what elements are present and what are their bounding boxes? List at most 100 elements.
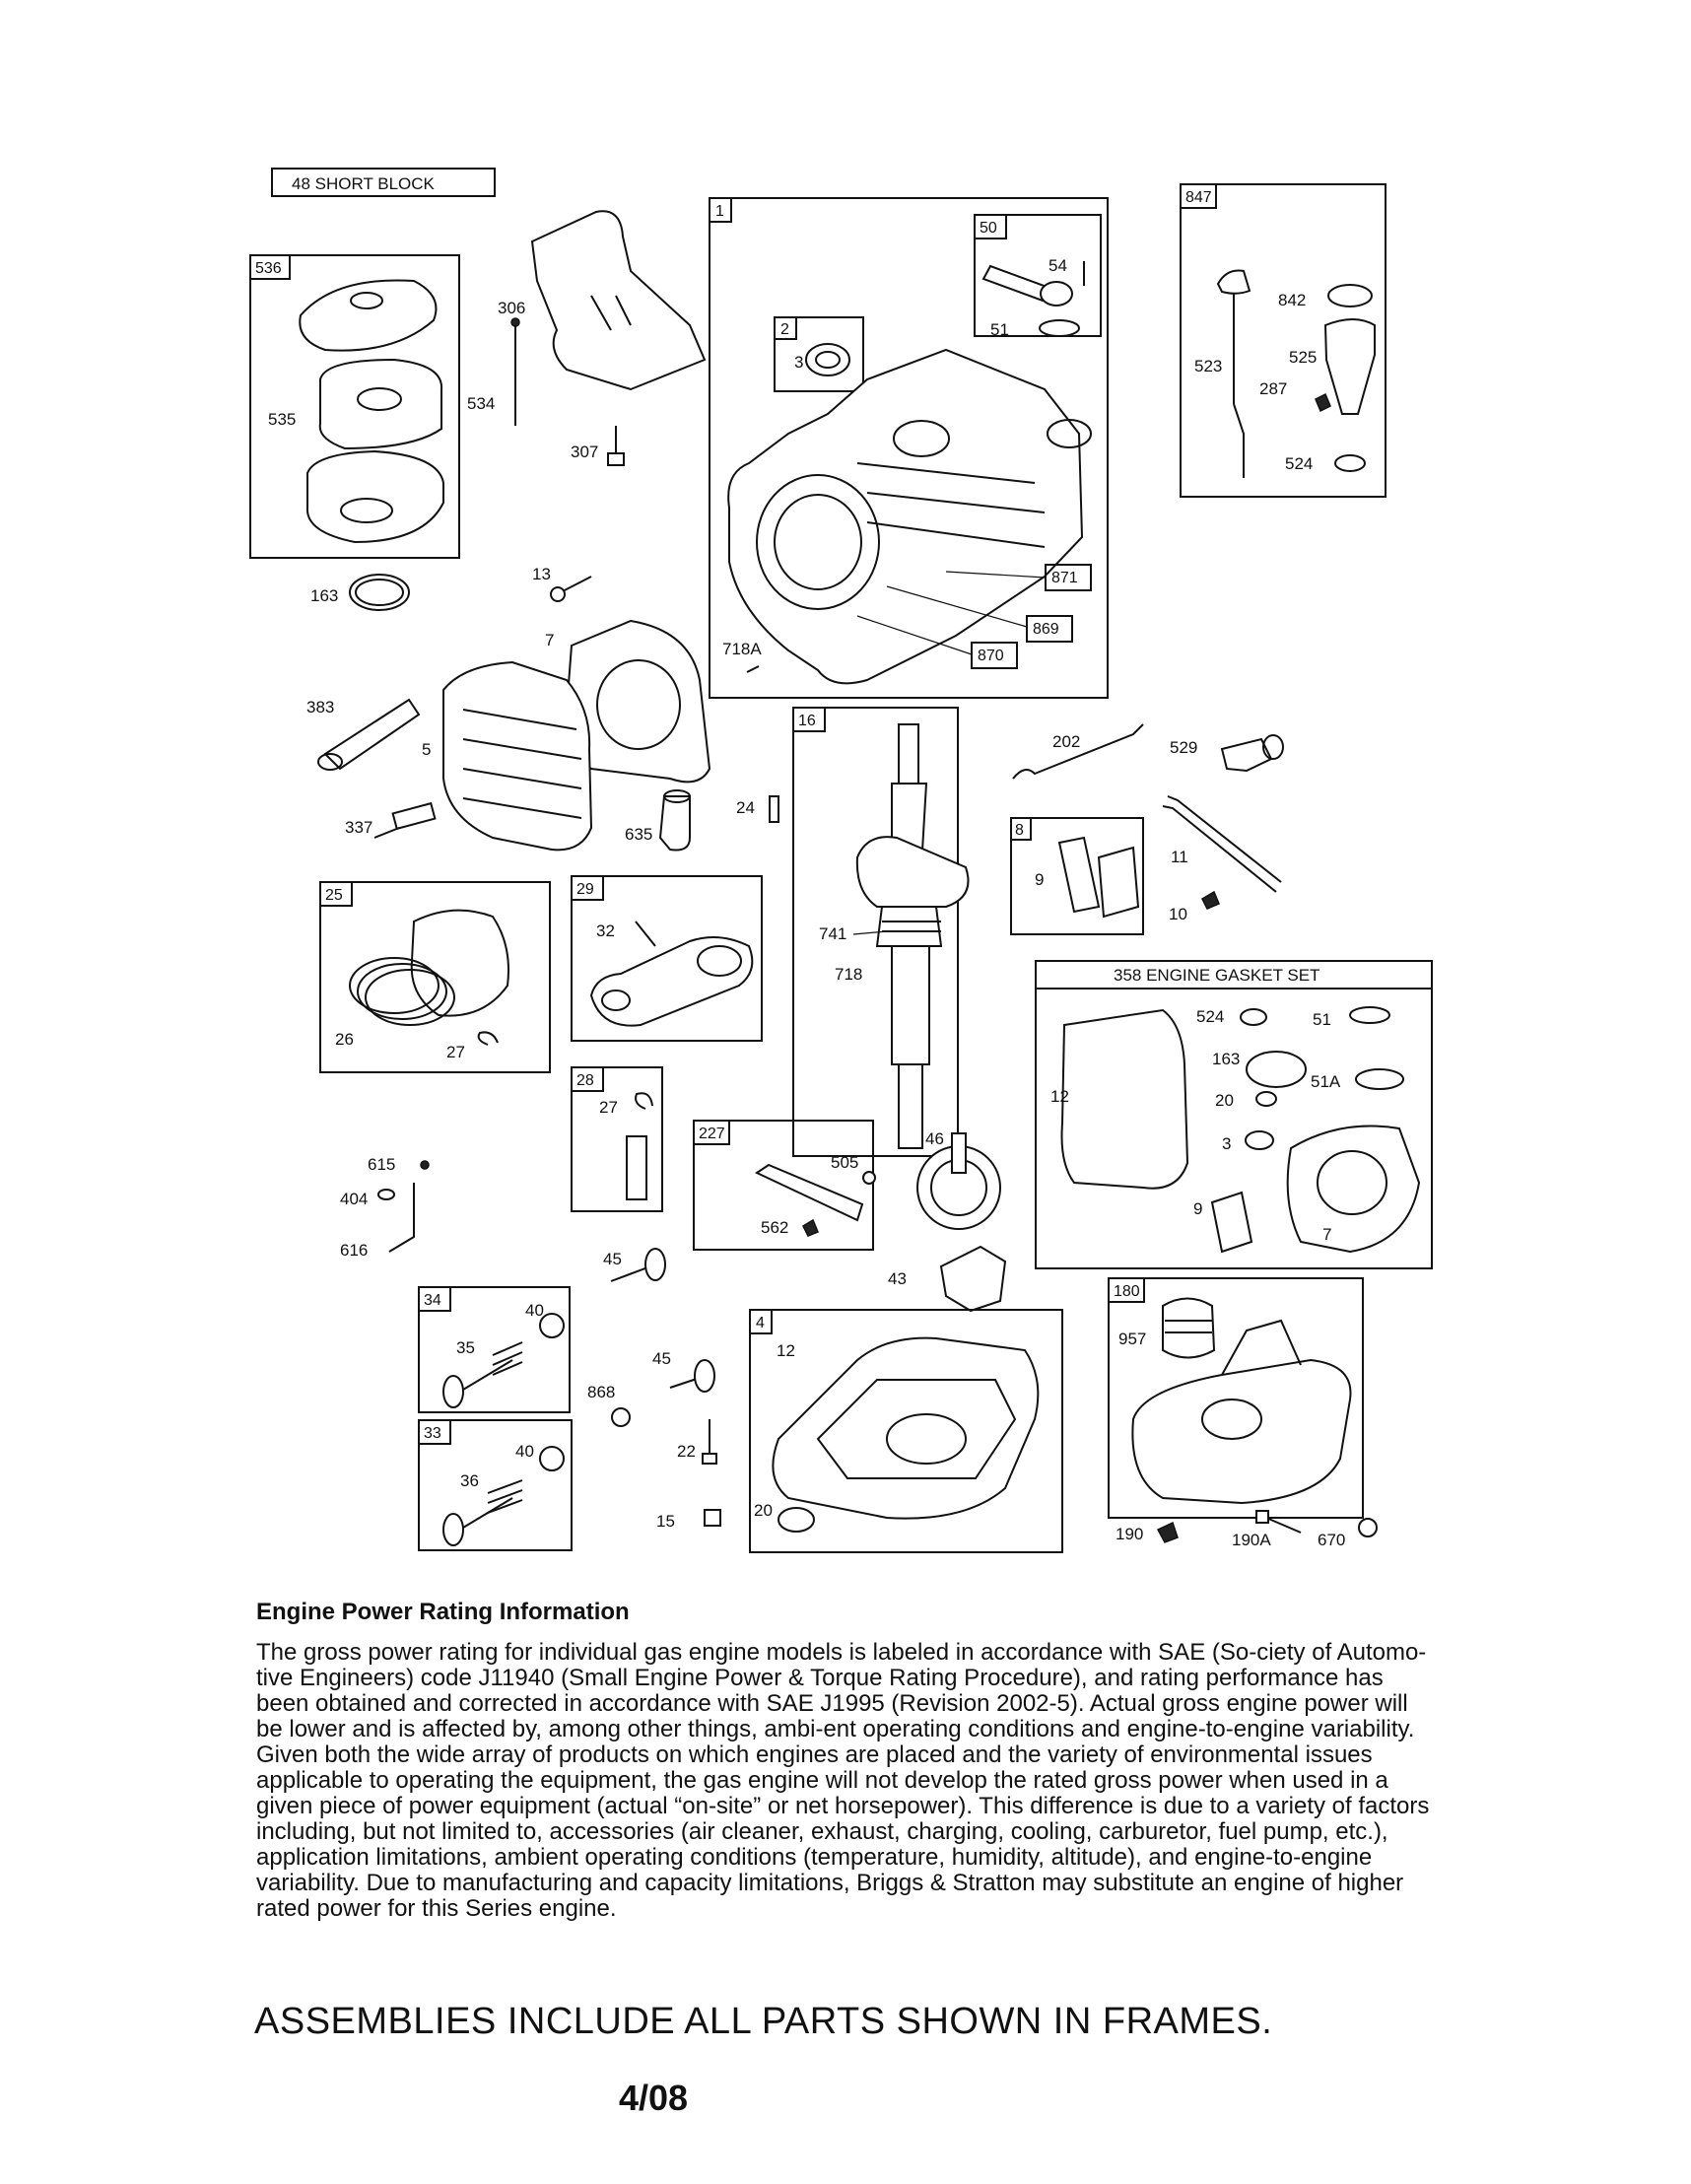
part-13-bolt: 13 — [532, 565, 592, 602]
assemblies-note: ASSEMBLIES INCLUDE ALL PARTS SHOWN IN FR… — [254, 2001, 1273, 2042]
exploded-parts-diagram: 48 SHORT BLOCK 536 535 306 534 307 — [249, 168, 1433, 1553]
frame-29-connecting-rod: 29 32 — [571, 875, 763, 1042]
part-670: 670 — [1318, 1518, 1378, 1549]
frame-227-tag: 227 — [699, 1126, 725, 1142]
label-40b: 40 — [515, 1442, 534, 1461]
part-383-tube: 383 — [306, 698, 421, 771]
frame-25-piston: 25 26 27 — [319, 881, 551, 1073]
label-842: 842 — [1278, 291, 1306, 309]
frame-870-tag: 870 — [978, 648, 1004, 664]
frame-28-wrist-pin: 28 27 — [571, 1066, 663, 1212]
engine-power-rating-body: The gross power rating for individual ga… — [256, 1639, 1430, 1922]
part-46-governor-gear: 46 — [916, 1129, 1001, 1230]
label-529: 529 — [1170, 738, 1197, 757]
label-718: 718 — [835, 965, 862, 984]
gasket-label-20: 20 — [1215, 1091, 1234, 1110]
part-635-elbow: 635 — [625, 789, 691, 852]
label-35: 35 — [456, 1338, 475, 1357]
frame-847-tag: 847 — [1185, 189, 1212, 206]
label-26: 26 — [335, 1030, 354, 1049]
label-12: 12 — [777, 1341, 795, 1360]
label-45: 45 — [603, 1250, 622, 1268]
frame-536-air-cleaner: 536 535 — [249, 254, 460, 559]
label-9: 9 — [1035, 870, 1044, 889]
gasket-label-12: 12 — [1050, 1087, 1069, 1106]
label-36: 36 — [460, 1471, 479, 1490]
frame-16-crankshaft: 16 741 718 — [792, 707, 970, 1157]
part-163-gasket: 163 — [310, 574, 410, 611]
part-15: 15 — [656, 1509, 721, 1531]
label-306: 306 — [498, 299, 525, 317]
part-202-link: 202 — [1012, 723, 1144, 780]
label-54: 54 — [1048, 256, 1067, 275]
frame-180-muffler: 180 957 — [1108, 1277, 1364, 1519]
label-957: 957 — [1118, 1330, 1146, 1348]
part-615-404-616: 615 404 616 — [340, 1155, 430, 1260]
part-307-screw: 307 — [571, 426, 625, 466]
part-190: 190 — [1116, 1521, 1179, 1543]
label-307: 307 — [571, 443, 598, 461]
label-27: 27 — [446, 1043, 465, 1061]
frame-536-tag: 536 — [255, 260, 282, 277]
label-11: 11 — [1171, 848, 1188, 866]
label-10: 10 — [1169, 905, 1187, 923]
part-337-spark-plug: 337 — [345, 801, 437, 839]
label-534: 534 — [467, 394, 495, 413]
label-741: 741 — [819, 924, 846, 943]
label-24: 24 — [736, 798, 755, 817]
label-190: 190 — [1116, 1525, 1143, 1543]
label-616: 616 — [340, 1241, 368, 1260]
label-670: 670 — [1318, 1531, 1345, 1549]
frame-1-tag: 1 — [715, 203, 724, 220]
filter-element — [318, 358, 443, 450]
label-5: 5 — [422, 740, 431, 759]
label-40: 40 — [525, 1301, 544, 1320]
label-51: 51 — [990, 320, 1009, 339]
label-46: 46 — [925, 1129, 944, 1148]
label-404: 404 — [340, 1190, 368, 1208]
frame-4-tag: 4 — [756, 1315, 765, 1331]
frame-847-dipstick: 847 842 523 525 287 524 — [1180, 183, 1387, 498]
frame-16-tag: 16 — [798, 713, 816, 729]
part-11-tube: 11 — [1162, 795, 1282, 893]
frame-2-tag: 2 — [780, 321, 789, 338]
label-163: 163 — [310, 586, 338, 605]
air-cleaner-cover — [299, 279, 438, 352]
label-615: 615 — [368, 1155, 395, 1174]
label-32: 32 — [596, 921, 615, 940]
frame-4-sump: 4 12 20 — [749, 1309, 1063, 1553]
part-5-cylinder-head: 5 — [422, 660, 593, 852]
label-15: 15 — [656, 1512, 675, 1531]
part-868: 868 — [587, 1383, 631, 1427]
part-24-pin: 24 — [736, 795, 779, 823]
part-43-bracket: 43 — [888, 1245, 1007, 1313]
part-534-bolt: 534 — [467, 317, 520, 426]
part-45-valve-upper: 45 — [603, 1248, 666, 1282]
gasket-label-51: 51 — [1313, 1010, 1331, 1029]
label-202: 202 — [1052, 732, 1080, 751]
frame-358-gasket-set: 358 ENGINE GASKET SET 524 51 163 51A 20 … — [1035, 960, 1433, 1269]
gasket-label-524: 524 — [1196, 1007, 1224, 1026]
gasket-set-title: 358 ENGINE GASKET SET — [1114, 966, 1319, 985]
air-cleaner-base — [305, 449, 444, 544]
date-code: 4/08 — [619, 2078, 689, 2118]
part-529-elbow: 529 — [1170, 734, 1284, 773]
label-22: 22 — [677, 1442, 696, 1461]
frame-33-tag: 33 — [424, 1425, 441, 1442]
label-3: 3 — [794, 353, 803, 372]
frame-28-tag: 28 — [576, 1072, 594, 1089]
label-13: 13 — [532, 565, 551, 583]
frame-34-valve-spring: 34 40 35 — [418, 1286, 571, 1413]
frame-33-valve-spring: 33 40 36 — [418, 1419, 573, 1551]
label-535: 535 — [268, 410, 296, 429]
gasket-label-7: 7 — [1322, 1225, 1331, 1244]
part-306-bracket: 306 — [498, 210, 707, 391]
frame-25-tag: 25 — [325, 887, 343, 904]
label-523: 523 — [1194, 357, 1222, 375]
gasket-label-51A: 51A — [1311, 1072, 1341, 1091]
label-635: 635 — [625, 825, 652, 844]
part-22-screw: 22 — [677, 1419, 717, 1465]
frame-869-tag: 869 — [1033, 621, 1059, 638]
label-45b: 45 — [652, 1349, 671, 1368]
